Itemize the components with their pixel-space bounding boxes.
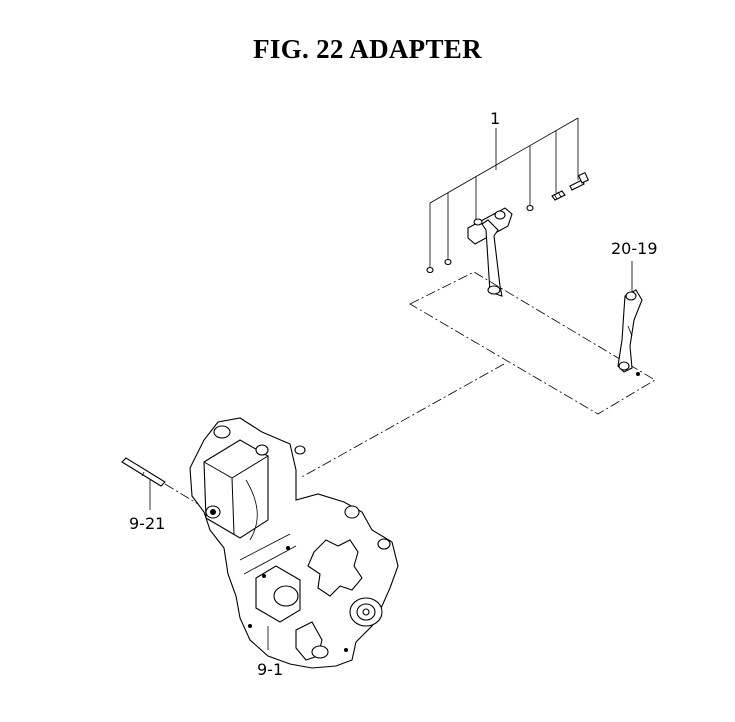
link-arm-part <box>617 289 643 376</box>
callout-1-bracket <box>429 117 579 270</box>
assembly-outline <box>299 271 656 479</box>
callout-20-19-label: 20-19 <box>611 239 658 258</box>
callout-9-1-label: 9-1 <box>257 660 283 679</box>
callout-9-21-label: 9-21 <box>129 514 165 533</box>
figure-title: FIG. 22 ADAPTER <box>253 34 482 64</box>
washer-parts <box>426 190 566 274</box>
callout-1-label: 1 <box>490 109 500 128</box>
adapter-housing-part <box>189 417 399 669</box>
bolt-part <box>569 171 590 191</box>
lever-bracket-part <box>467 207 513 297</box>
